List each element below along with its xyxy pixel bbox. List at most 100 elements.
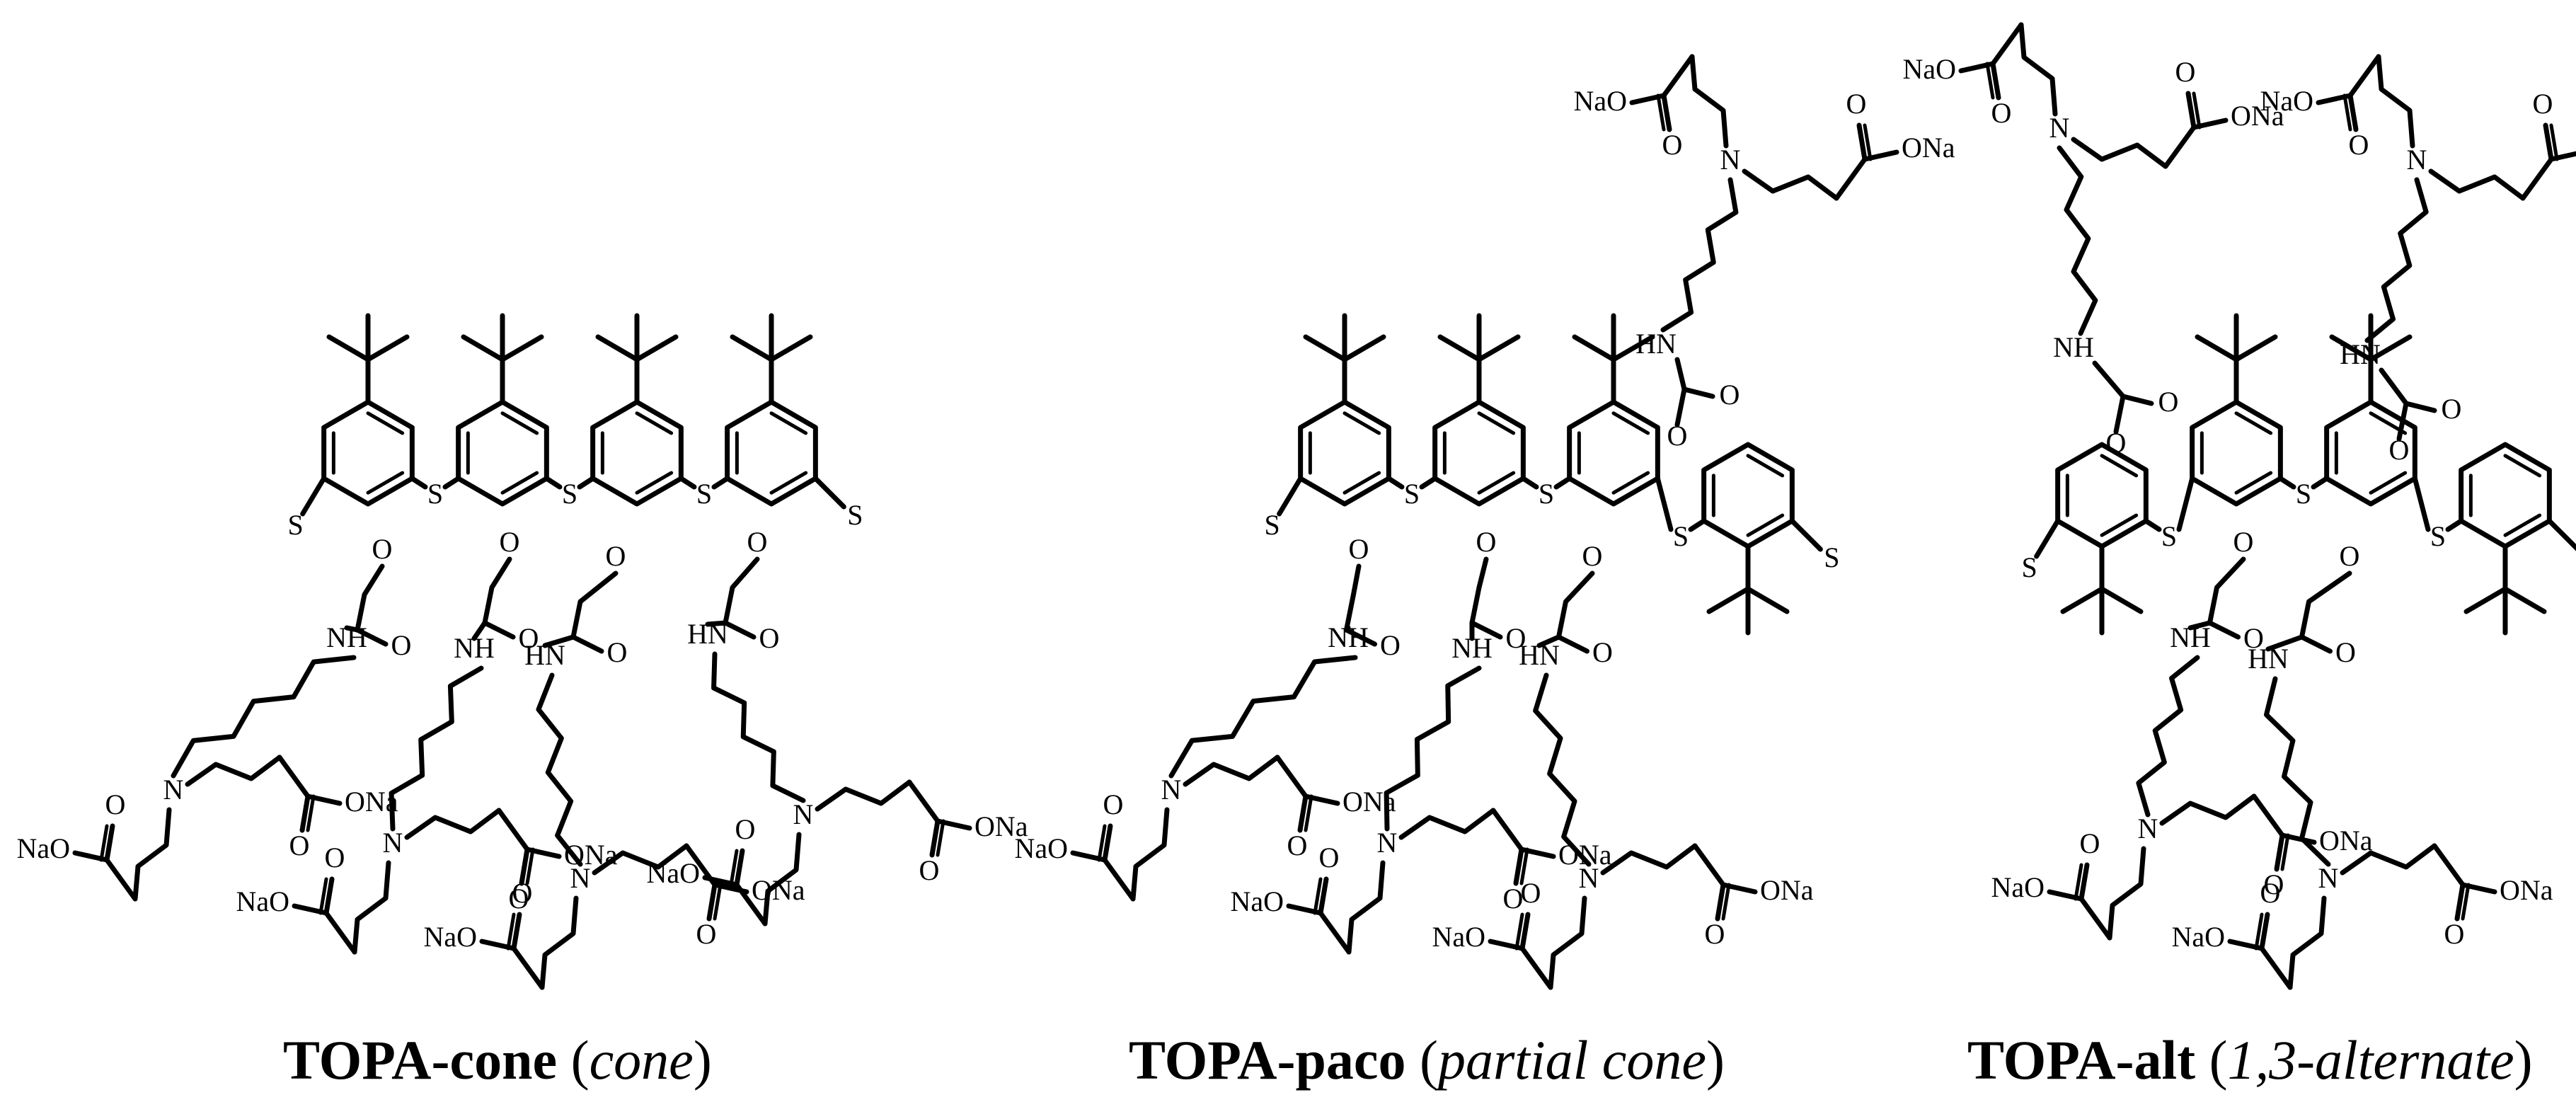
amine-nitrogen-label: N [2138, 813, 2158, 844]
amide-oxygen-label: O [1720, 379, 1740, 411]
carbonyl-bond [323, 876, 335, 916]
ester-bond [2548, 151, 2576, 162]
carbonyl-bond [306, 794, 316, 832]
tbutyl-methyl [1342, 334, 1386, 362]
carboxy-bond [2520, 156, 2554, 201]
hexyl-chain [1533, 672, 1592, 867]
caption-topa-paco-name: TOPA-paco [1129, 1029, 1406, 1091]
carboxy-bond [734, 882, 768, 927]
amine-nitrogen-label: N [383, 827, 403, 859]
thioether-bond [2546, 518, 2576, 551]
amide-oxygen-label: O [1380, 629, 1401, 661]
sulfur-bridge-label: S [2296, 478, 2311, 510]
oxyacetamide-link [355, 563, 385, 633]
sodium-carboxylate-label: NaO [1573, 85, 1627, 117]
tbutyl-methyl [461, 334, 505, 362]
carbonyl-oxygen-label: O [735, 813, 756, 845]
carbonyl-oxygen-label: O [2175, 56, 2196, 88]
phenol-ring [1432, 399, 1526, 507]
sodium-carboxylate-label: NaO [1432, 921, 1485, 953]
phenol-ring [321, 399, 415, 507]
carboxy-bond [907, 779, 941, 824]
aromatic-double-bond [366, 471, 405, 495]
caption-paren-close: ) [2514, 1029, 2533, 1091]
carboxy-bond [2259, 946, 2293, 990]
hexyl-chain [2264, 676, 2331, 867]
carbonyl-oxygen-label: O [2264, 868, 2284, 900]
hexyl-chain [1660, 177, 1739, 333]
caption-topa-paco-conformation: partial cone [1437, 1029, 1707, 1091]
ester-bond [2316, 93, 2353, 105]
carbonyl-oxygen-label: O [2349, 129, 2369, 161]
carbonyl-bond [1102, 823, 1113, 863]
hexyl-chain [389, 665, 484, 832]
amide-oxygen-label: O [2442, 393, 2462, 425]
amide-bond [1536, 634, 1561, 648]
carbonyl-bond [511, 912, 522, 951]
aromatic-double-bond [1746, 513, 1785, 537]
carbonyl-oxygen-label: O [2444, 918, 2465, 950]
propanoate-chain [2018, 22, 2058, 117]
aromatic-double-bond [2503, 513, 2542, 537]
propanoate-chain [2071, 137, 2168, 169]
carbonyl-bond [2120, 394, 2154, 406]
carbonyl-bond [2254, 912, 2264, 951]
propanoate-chain [2340, 843, 2437, 876]
carbonyl-bond [2299, 634, 2333, 654]
phenol-ring [2190, 399, 2283, 507]
carbonyl-oxygen-label: O [1705, 918, 1725, 950]
carbonyl-bond [2342, 93, 2352, 132]
sulfur-bridge-label: S [427, 478, 443, 510]
ester-bond [305, 793, 343, 806]
hexyl-chain [2364, 177, 2429, 343]
carbonyl-bond [1661, 93, 1672, 132]
propanoate-chain [1689, 54, 1729, 149]
thioether-bond [812, 476, 846, 510]
carboxy-bond [2251, 793, 2285, 838]
hexyl-chain [536, 672, 583, 867]
amide-oxygen-label: O [2243, 622, 2264, 654]
hexyl-chain [2136, 655, 2200, 818]
sulfur-bridge-label: S [1673, 520, 1689, 552]
amine-nitrogen-label: N [1377, 827, 1398, 859]
carboxy-bond [1834, 156, 1868, 201]
carbonyl-bond [729, 849, 739, 887]
carbonyl-oxygen-label: O [1846, 88, 1867, 120]
sodium-carboxylate-label: NaO [1230, 885, 1284, 917]
propanoate-chain [2376, 54, 2415, 149]
phenol-ring [1567, 399, 1660, 507]
carbonyl-bond [2185, 91, 2197, 130]
ester-bond [1958, 61, 1996, 74]
sodium-carboxylate-label: ONa [1902, 132, 1955, 164]
carbonyl-bond [1514, 912, 1524, 951]
aromatic-double-bond [500, 471, 539, 495]
ester-bond [1629, 93, 1667, 105]
carbonyl-bond [519, 847, 530, 886]
sulfur-bridge-label: S [1265, 509, 1280, 541]
sodium-carboxylate-label: NaO [236, 885, 289, 917]
ester-bond [2191, 117, 2229, 130]
amide-nh-label: HN [2248, 643, 2289, 675]
ester-bond [2460, 882, 2497, 895]
propanoate-chain [1742, 168, 1839, 201]
hexyl-chain [1384, 665, 1482, 832]
tbutyl-methyl [595, 334, 640, 362]
tbutyl-methyl [2329, 334, 2374, 362]
sodium-carboxylate-label: ONa [752, 874, 805, 906]
ether-oxygen-label: O [1349, 533, 1369, 565]
carbonyl-bond [1863, 123, 1873, 161]
propanoate-chain [2107, 846, 2146, 941]
amine-nitrogen-label: N [1161, 774, 1182, 805]
ester-bond [1070, 850, 1108, 863]
propanoate-chain [404, 808, 502, 840]
phenol-ring [725, 399, 818, 507]
carbonyl-bond [482, 620, 516, 640]
carbonyl-oxygen-label: O [2260, 877, 2281, 909]
carboxy-bond [1490, 808, 1524, 852]
propanoate-chain [1130, 807, 1170, 902]
aromatic-double-bond [2234, 471, 2273, 495]
amide-nh-label: NH [1328, 621, 1369, 653]
carbonyl-bond [1318, 876, 1329, 916]
thioether-bond [2143, 518, 2162, 532]
